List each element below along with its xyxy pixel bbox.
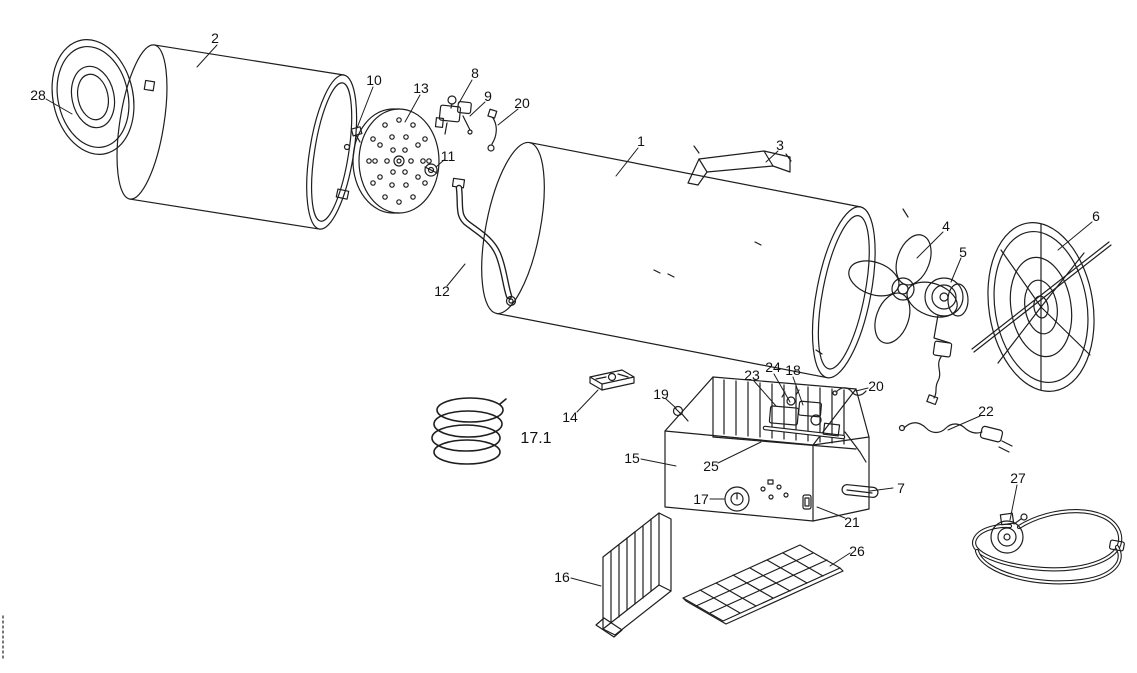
fan-drawing <box>848 234 958 344</box>
front-screws-drawing <box>760 479 789 500</box>
valve-assembly-drawing <box>434 95 473 135</box>
grip-drawing <box>841 484 879 498</box>
power-switch-drawing <box>802 494 812 510</box>
housing-drawing <box>664 376 870 522</box>
interior-valve-drawing <box>762 389 867 463</box>
regulator-hose-drawing <box>972 509 1125 585</box>
main-cylinder-drawing <box>481 141 909 379</box>
motor-drawing <box>924 277 969 406</box>
fitting-11-drawing <box>424 163 438 177</box>
plate-holes <box>366 117 432 205</box>
burner-plate-drawing <box>352 108 440 214</box>
bracket-14-drawing <box>589 369 635 391</box>
power-cord-drawing <box>898 422 1013 453</box>
screw-19-drawing <box>672 405 689 422</box>
rear-guard-drawing <box>971 222 1112 392</box>
chamber-cylinder-drawing <box>116 44 358 230</box>
coil-spring-drawing <box>431 397 507 465</box>
igniter-wire-drawing <box>487 108 498 152</box>
top-handle-drawing <box>687 150 791 186</box>
grate-drawing <box>682 544 844 625</box>
front-guard-drawing <box>51 39 135 155</box>
leader-lines <box>45 44 1093 587</box>
control-knob-drawing <box>724 486 750 512</box>
stand-drawing <box>595 512 672 638</box>
thermocouple-wire-drawing <box>832 387 867 396</box>
